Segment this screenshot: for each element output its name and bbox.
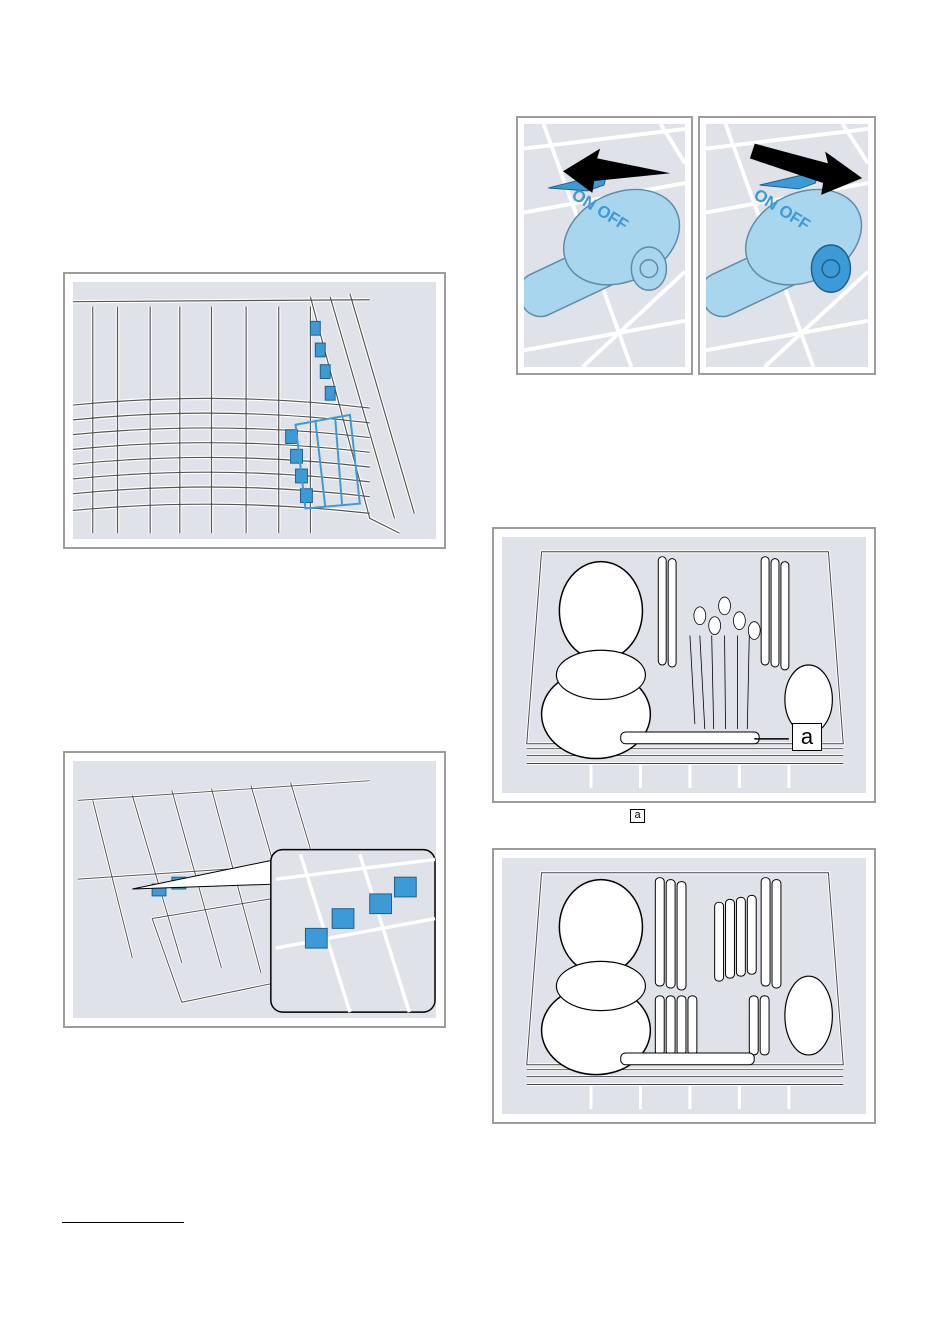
footnote-rule bbox=[62, 1222, 184, 1223]
loaded-basket-plates-illustration bbox=[502, 858, 866, 1114]
switch-on-illustration: ON OFF bbox=[524, 124, 685, 367]
figure-loaded-basket-plates bbox=[492, 848, 876, 1124]
figure-switch-off: ON OFF bbox=[698, 116, 876, 375]
figure-basket-removal bbox=[63, 751, 446, 1028]
rack-tines-illustration bbox=[73, 282, 436, 539]
figure-upper-basket-racks bbox=[63, 272, 446, 549]
switch-off-illustration: ON OFF bbox=[706, 124, 868, 367]
callout-a: a bbox=[792, 723, 822, 751]
figure-switch-on: ON OFF bbox=[516, 116, 693, 375]
loaded-basket-illustration: a bbox=[502, 537, 866, 793]
caption-callout-a: a bbox=[630, 809, 645, 823]
basket-removal-illustration bbox=[73, 761, 436, 1018]
figure-loaded-basket-cutlery: a bbox=[492, 527, 876, 803]
